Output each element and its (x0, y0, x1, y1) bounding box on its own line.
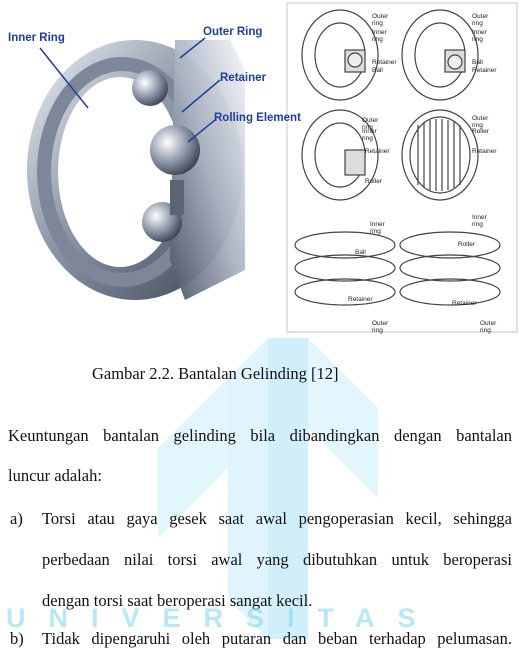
rb1-retainer: Retainer (365, 148, 390, 155)
intro-line-2: luncur adalah: (8, 465, 102, 487)
item-a-line-1: Torsi atau gaya gesek saat awal pengoper… (42, 509, 512, 529)
rb1-inner: Inner ring (362, 128, 377, 142)
bb2-ball: Ball (472, 59, 483, 66)
label-rolling-element: Rolling Element (214, 112, 301, 124)
ball-bearing-cutaway (27, 38, 245, 300)
bb2-inner: Inner ring (472, 29, 487, 43)
tr-outer: Outer ring (480, 320, 496, 334)
rb2-roller: Roller (472, 128, 489, 135)
rb2-outer: Outer ring (472, 115, 488, 129)
item-a-marker: a) (10, 509, 23, 529)
watermark-text: UNIVERSITAS (6, 603, 439, 634)
item-a-line-2: perbedaan nilai torsi awal yang dibutuhk… (42, 550, 512, 570)
tb-ball: Ball (355, 249, 366, 256)
intro-line-1: Keuntungan bantalan gelinding bila diban… (8, 425, 512, 447)
label-inner-ring: Inner Ring (8, 32, 65, 44)
label-retainer: Retainer (220, 72, 266, 84)
bb1-ball: Ball (372, 67, 383, 74)
rb1-roller: Roller (365, 178, 382, 185)
bb2-retainer: Retainer (472, 67, 497, 74)
bearing-illustration (0, 0, 520, 335)
bearing-figure: Inner Ring Outer Ring Retainer Rolling E… (0, 0, 520, 335)
tb-retainer: Retainer (348, 296, 373, 303)
label-outer-ring: Outer Ring (203, 26, 262, 38)
tb-outer: Outer ring (372, 320, 388, 334)
bb1-retainer: Retainer (372, 59, 397, 66)
rb2-retainer: Retainer (472, 148, 497, 155)
tr-inner: Inner ring (472, 214, 487, 228)
tr-roller: Roller (458, 241, 475, 248)
tr-retainer: Retainer (452, 300, 477, 307)
tb-inner: Inner ring (370, 221, 385, 235)
bb1-inner: Inner ring (372, 29, 387, 43)
figure-caption: Gambar 2.2. Bantalan Gelinding [12] (92, 364, 339, 384)
bb1-outer: Outer ring (372, 13, 388, 27)
bb2-outer: Outer ring (472, 13, 488, 27)
